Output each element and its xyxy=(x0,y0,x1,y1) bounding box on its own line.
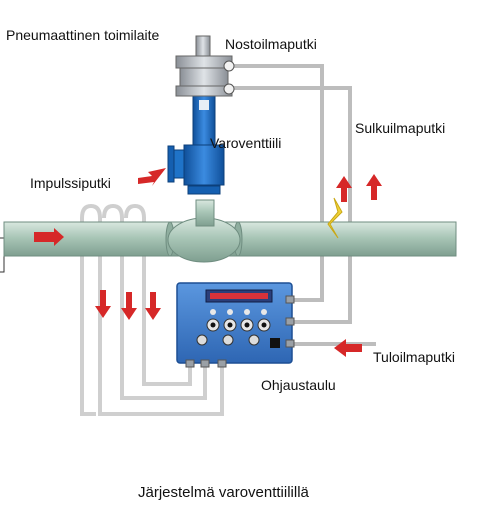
lift-gauge-icon xyxy=(223,60,235,72)
impulse-arrow-3 xyxy=(145,292,161,320)
valve-base-flange xyxy=(187,185,221,195)
control-panel-lower-knobs xyxy=(196,334,260,346)
actuator-stem xyxy=(195,35,211,59)
valve-nozzle xyxy=(195,199,215,227)
impulse-line-label: Impulssiputki xyxy=(30,175,111,191)
impulse-arrow-2 xyxy=(121,292,137,320)
impulse-tubes xyxy=(80,203,224,416)
actuator-cylinder xyxy=(179,67,229,87)
control-panel-label: Ohjaustaulu xyxy=(261,377,336,393)
close-air-arrow xyxy=(336,176,352,202)
control-panel-display-text xyxy=(210,293,268,299)
lift-air-tube xyxy=(230,64,324,302)
close-line-label: Sulkuilmaputki xyxy=(355,120,446,136)
close-air-tube xyxy=(230,86,352,324)
control-panel-switch xyxy=(270,338,280,348)
supply-air-arrow xyxy=(334,339,362,357)
valve-outlet-flange xyxy=(167,145,175,183)
actuator-base xyxy=(175,85,233,97)
supply-line-label: Tuloilmaputki xyxy=(373,349,455,365)
control-panel-ports xyxy=(185,295,295,368)
safety-valve-label: Varoventtiili xyxy=(210,135,282,151)
lift-air-arrow xyxy=(366,174,382,200)
impulse-arrow-1 xyxy=(95,290,111,318)
inlet-flow-arrow xyxy=(34,228,64,246)
actuator-label: Pneumaattinen toimilaite xyxy=(6,27,160,43)
control-panel-knobs xyxy=(206,318,271,332)
left-edge-frame xyxy=(0,237,5,273)
valve-body xyxy=(183,144,225,186)
flow-marker xyxy=(327,197,343,239)
diagram-caption: Järjestelmä varoventtiilillä xyxy=(138,484,309,501)
control-panel-indicators xyxy=(210,309,267,315)
discharge-arrow xyxy=(138,168,166,186)
close-gauge-icon xyxy=(223,83,235,95)
valve-indicator xyxy=(199,100,209,110)
lift-line-label: Nostoilmaputki xyxy=(225,36,317,52)
